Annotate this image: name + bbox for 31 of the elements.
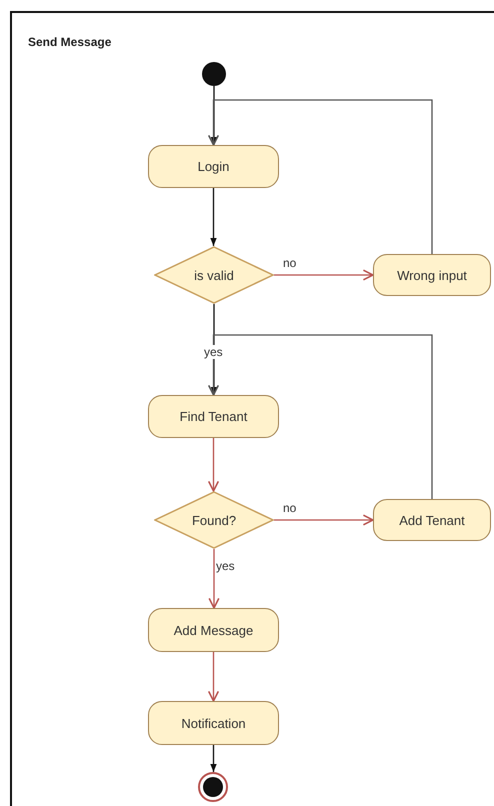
start-node	[202, 62, 226, 86]
node-label: Add Tenant	[399, 512, 465, 528]
arrow	[210, 745, 217, 772]
decision-diamond	[154, 491, 274, 549]
arrow	[210, 86, 218, 145]
action-box	[148, 395, 279, 438]
node-label: Wrong input	[397, 268, 467, 282]
arrow	[208, 99, 433, 254]
diagram-title: Send Message	[28, 35, 112, 49]
action-box	[148, 608, 279, 652]
node-label: is valid	[194, 268, 234, 282]
arrow	[208, 652, 220, 702]
arrow	[274, 269, 374, 281]
action-box	[373, 254, 491, 296]
node-label: Find Tenant	[180, 409, 248, 424]
end-node	[198, 772, 228, 802]
action-box	[148, 145, 279, 188]
arrow	[208, 438, 220, 492]
arrow	[210, 304, 218, 395]
node-label: Login	[198, 159, 230, 174]
arrow	[208, 549, 220, 609]
node-label: Add Message	[174, 622, 254, 638]
arrow	[274, 514, 374, 526]
edge-label: yes	[203, 345, 224, 359]
action-box	[373, 499, 491, 541]
action-box	[148, 701, 279, 745]
decision-diamond	[154, 246, 274, 304]
node-label: Notification	[181, 716, 246, 730]
arrow	[208, 334, 433, 499]
node-label: Found?	[192, 512, 236, 528]
arrow	[210, 188, 217, 246]
